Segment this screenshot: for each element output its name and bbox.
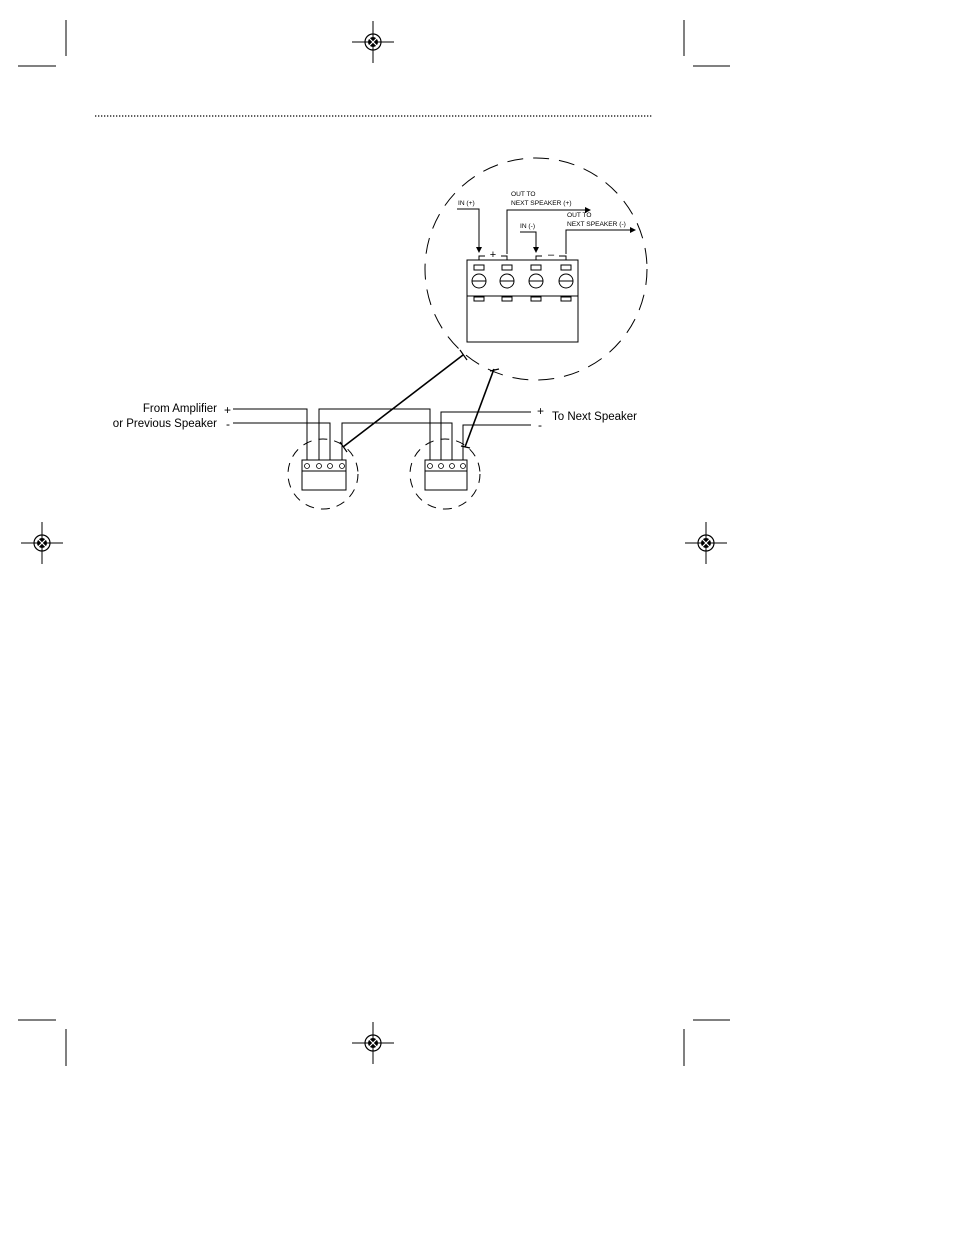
wire-amp-plus <box>233 409 307 462</box>
wire-link-plus <box>319 409 430 462</box>
amp-plus-sign: + <box>224 403 231 417</box>
detail-arrows <box>457 209 631 254</box>
arrowhead-in-plus <box>476 247 482 253</box>
registration-mark-right <box>685 522 727 564</box>
registration-mark-top <box>352 21 394 63</box>
label-out-minus-line2: NEXT SPEAKER (-) <box>567 221 626 228</box>
crop-marks <box>18 20 730 1066</box>
wire-next-plus <box>441 412 531 462</box>
next-plus-sign: + <box>537 404 544 418</box>
arrowhead-out-minus <box>630 227 636 233</box>
callout-leader-lines <box>343 355 494 447</box>
amp-minus-sign: - <box>226 417 230 431</box>
from-amplifier-label-line1: From Amplifier <box>143 403 217 415</box>
arrow-out-minus <box>566 230 631 254</box>
label-out-plus-line1: OUT TO <box>511 191 536 198</box>
from-amplifier-label-line2: or Previous Speaker <box>113 418 217 430</box>
callout-leader-ticks <box>340 350 499 452</box>
arrowhead-in-minus <box>533 247 539 253</box>
detail-plus-sign: + <box>490 249 496 261</box>
wire-next-minus <box>463 425 531 462</box>
registration-mark-bottom <box>352 1022 394 1064</box>
speaker-1-terminal <box>288 439 358 509</box>
wire-link-minus <box>342 423 452 462</box>
label-in-minus: IN (-) <box>520 223 535 230</box>
label-out-minus-line1: OUT TO <box>567 212 592 219</box>
label-out-plus-line2: NEXT SPEAKER (+) <box>511 200 572 207</box>
detail-callout: + – IN (+) OUT TO NEXT SPEAKER (+) IN (-… <box>425 158 647 380</box>
label-in-plus: IN (+) <box>458 200 475 207</box>
detail-minus-sign: – <box>548 249 555 261</box>
registration-mark-left <box>21 522 63 564</box>
arrow-in-minus <box>520 232 536 248</box>
to-next-speaker-label: To Next Speaker <box>552 411 637 423</box>
next-minus-sign: - <box>538 418 542 432</box>
speaker-2-terminal <box>410 439 480 509</box>
wire-amp-minus <box>233 423 330 462</box>
arrow-in-plus <box>457 209 479 248</box>
